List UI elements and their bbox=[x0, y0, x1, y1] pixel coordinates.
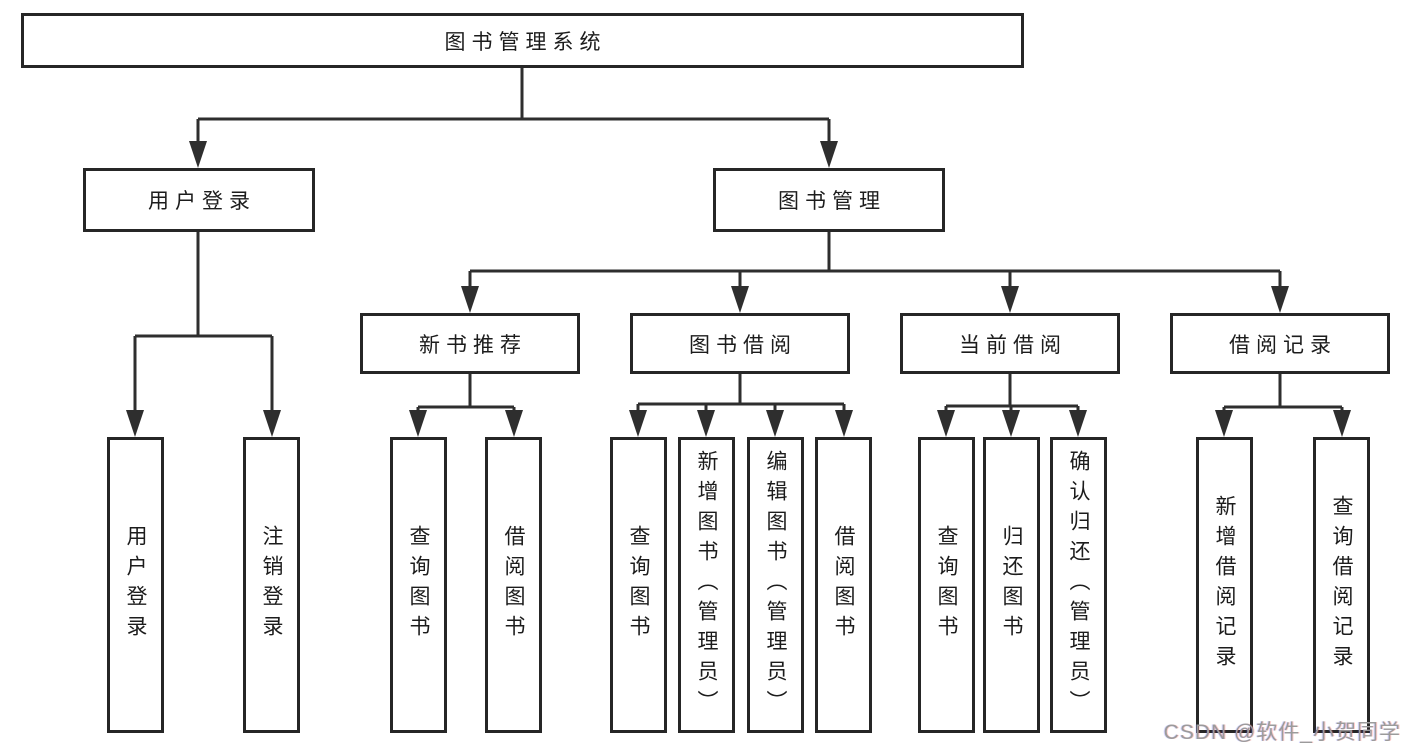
leaf-add-borrow-record: 新增借阅记录 bbox=[1196, 437, 1253, 733]
node-user-login: 用户登录 bbox=[83, 168, 315, 232]
arrowhead bbox=[937, 410, 955, 437]
arrowhead bbox=[126, 410, 144, 437]
leaf-borrow-books-2: 借阅图书 bbox=[815, 437, 872, 733]
arrowhead bbox=[629, 410, 647, 437]
leaf-return-books: 归还图书 bbox=[983, 437, 1040, 733]
leaf-label: 借阅图书 bbox=[832, 525, 855, 645]
leaf-add-book-admin: 新增图书（管理员） bbox=[678, 437, 735, 733]
arrowhead bbox=[189, 141, 207, 168]
node-root: 图书管理系统 bbox=[21, 13, 1024, 68]
node-label: 图书借阅 bbox=[689, 333, 797, 357]
leaf-label: 确认归还（管理员） bbox=[1067, 450, 1090, 720]
node-label: 图书管理 bbox=[778, 190, 886, 213]
arrowhead bbox=[766, 410, 784, 437]
leaf-borrow-books-1: 借阅图书 bbox=[485, 437, 542, 733]
node-label: 当前借阅 bbox=[959, 333, 1067, 357]
arrowhead bbox=[505, 410, 523, 437]
leaf-user-login: 用户登录 bbox=[107, 437, 164, 733]
node-book-management: 图书管理 bbox=[713, 168, 945, 232]
node-label: 用户登录 bbox=[148, 190, 256, 213]
leaf-label: 注销登录 bbox=[260, 525, 283, 645]
leaf-query-books-2: 查询图书 bbox=[610, 437, 667, 733]
node-new-book-recommend: 新书推荐 bbox=[360, 313, 580, 374]
arrowhead bbox=[820, 141, 838, 168]
leaf-label: 查询图书 bbox=[935, 525, 958, 645]
arrowhead bbox=[835, 410, 853, 437]
leaf-label: 编辑图书（管理员） bbox=[764, 450, 787, 720]
leaf-label: 查询图书 bbox=[627, 525, 650, 645]
leaf-query-books-3: 查询图书 bbox=[918, 437, 975, 733]
arrowhead bbox=[409, 410, 427, 437]
node-label: 借阅记录 bbox=[1229, 333, 1337, 357]
arrowhead bbox=[697, 410, 715, 437]
node-label: 新书推荐 bbox=[419, 333, 527, 357]
leaf-label: 新增借阅记录 bbox=[1213, 495, 1236, 675]
csdn-watermark: CSDN @软件_小贺同学 bbox=[1163, 721, 1401, 744]
leaf-label: 归还图书 bbox=[1000, 525, 1023, 645]
arrowhead bbox=[1333, 410, 1351, 437]
leaf-query-books-1: 查询图书 bbox=[390, 437, 447, 733]
leaf-label: 查询图书 bbox=[407, 525, 430, 645]
leaf-confirm-return-admin: 确认归还（管理员） bbox=[1050, 437, 1107, 733]
arrowhead bbox=[1002, 410, 1020, 437]
leaf-logout: 注销登录 bbox=[243, 437, 300, 733]
node-label: 图书管理系统 bbox=[444, 30, 607, 54]
arrowhead bbox=[1271, 286, 1289, 313]
arrowhead bbox=[1001, 286, 1019, 313]
arrowhead bbox=[1069, 410, 1087, 437]
node-borrow-records: 借阅记录 bbox=[1170, 313, 1390, 374]
leaf-edit-book-admin: 编辑图书（管理员） bbox=[747, 437, 804, 733]
leaf-label: 用户登录 bbox=[124, 525, 147, 645]
leaf-label: 新增图书（管理员） bbox=[695, 450, 718, 720]
node-book-borrow: 图书借阅 bbox=[630, 313, 850, 374]
arrowhead bbox=[1215, 410, 1233, 437]
arrowhead bbox=[461, 286, 479, 313]
leaf-label: 查询借阅记录 bbox=[1330, 495, 1353, 675]
leaf-query-borrow-record: 查询借阅记录 bbox=[1313, 437, 1370, 733]
node-current-borrow: 当前借阅 bbox=[900, 313, 1120, 374]
arrowhead bbox=[731, 286, 749, 313]
arrowhead bbox=[263, 410, 281, 437]
leaf-label: 借阅图书 bbox=[502, 525, 525, 645]
